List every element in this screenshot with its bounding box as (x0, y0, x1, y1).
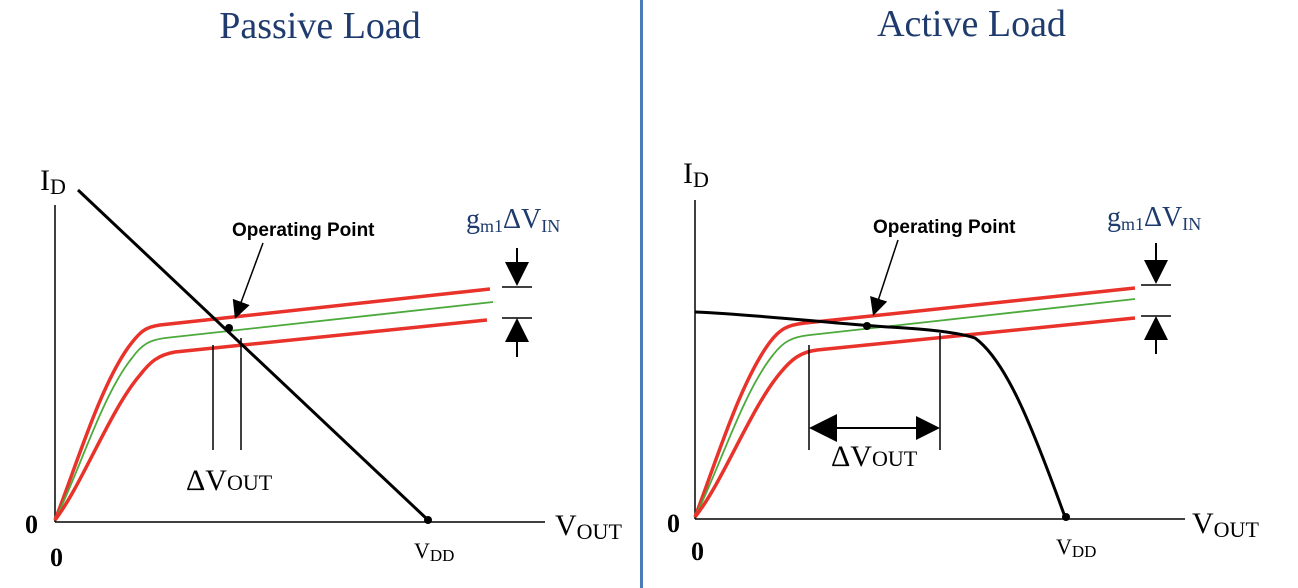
active-load-curve (694, 310, 1067, 518)
origin-x-label: 0 (50, 543, 63, 572)
x-axis-label: VOUT (555, 509, 622, 544)
panel-divider (640, 0, 643, 588)
panel-title: Active Load (877, 3, 1066, 45)
vdd-point (1062, 513, 1070, 521)
y-axis-label: ID (40, 164, 66, 199)
vdd-label: VDD (1056, 534, 1096, 561)
gm-delta-vin-label: gm1ΔVIN (466, 204, 560, 236)
middle-id-curve (54, 301, 494, 521)
active-load-diagram: Operating Point ΔVOUT gm1ΔVIN ID VOUT 0 … (667, 157, 1259, 566)
delta-vout-label: ΔVOUT (186, 464, 273, 497)
upper-id-curve (693, 286, 1136, 518)
operating-point-label: Operating Point (873, 217, 1016, 238)
operating-point-label: Operating Point (232, 220, 375, 241)
middle-id-curve (694, 298, 1136, 518)
passive-load-diagram: Operating Point ΔVOUT gm1ΔVIN ID VOUT 0 … (25, 164, 622, 572)
load-line (76, 188, 430, 522)
operating-point-pointer (232, 242, 264, 319)
passive-load-panel: Passive Load Operating Point ΔVOUT gm1ΔV… (0, 0, 640, 588)
upper-id-curve (53, 287, 491, 521)
lower-id-curve (53, 318, 488, 522)
delta-vout-label: ΔVOUT (831, 440, 918, 473)
origin-y-label: 0 (25, 510, 38, 539)
gm-delta-vin-label: gm1ΔVIN (1107, 202, 1201, 234)
x-axis-label: VOUT (1192, 507, 1259, 542)
operating-point-dot (225, 324, 233, 332)
origin-y-label: 0 (667, 509, 680, 538)
vdd-point (424, 516, 432, 524)
origin-x-label: 0 (691, 537, 704, 566)
lower-id-curve (693, 316, 1136, 519)
panel-title: Passive Load (219, 5, 421, 47)
vdd-label: VDD (414, 538, 454, 565)
operating-point-pointer (870, 239, 899, 316)
operating-point-dot (863, 322, 871, 330)
active-load-panel: Active Load Operating Point ΔVOUT (645, 0, 1298, 588)
y-axis-label: ID (683, 157, 709, 192)
